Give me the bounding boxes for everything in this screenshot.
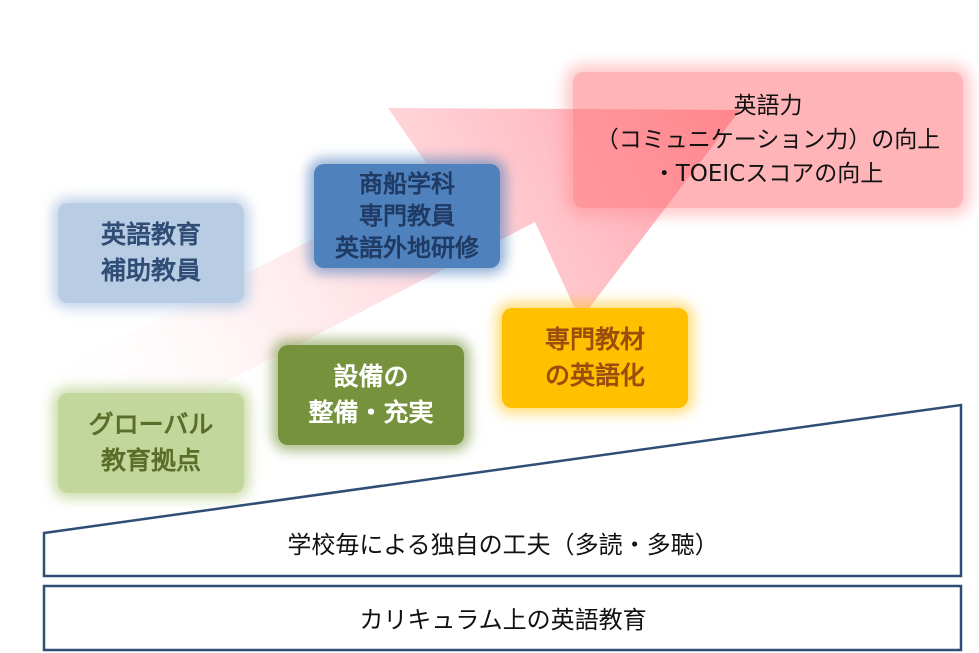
goal-line-2: （コミュニケーション力）の向上 — [595, 127, 941, 153]
global-hub-line-1: グローバル — [88, 410, 214, 439]
merchant-ship-box: 商船学科 専門教員 英語外地研修 — [314, 164, 500, 268]
school-effort-wedge — [42, 403, 963, 578]
global-hub-box: グローバル 教育拠点 — [58, 393, 244, 493]
curriculum-bar — [42, 584, 963, 652]
merchant-ship-line-2: 専門教員 — [359, 202, 455, 230]
facility-line-1: 設備の — [333, 362, 409, 391]
materials-line-1: 専門教材 — [544, 325, 645, 354]
school-effort-label: 学校毎による独自の工夫（多読・多聴） — [287, 531, 719, 559]
goal-line-3: ・TOEICスコアの向上 — [652, 161, 884, 187]
goal-box: 英語力 （コミュニケーション力）の向上 ・TOEICスコアの向上 — [573, 72, 963, 208]
english-assistant-box: 英語教育 補助教員 — [58, 203, 244, 303]
facility-box: 設備の 整備・充実 — [278, 345, 464, 445]
merchant-ship-line-3: 英語外地研修 — [335, 234, 479, 262]
facility-line-2: 整備・充実 — [308, 398, 434, 427]
progress-arrow-shape — [55, 108, 740, 452]
goal-line-1: 英語力 — [733, 93, 803, 119]
materials-box: 専門教材 の英語化 — [502, 308, 688, 408]
curriculum-label: カリキュラム上の英語教育 — [359, 606, 647, 634]
merchant-ship-line-1: 商船学科 — [359, 170, 455, 198]
english-assistant-line-2: 補助教員 — [100, 256, 201, 285]
english-assistant-line-1: 英語教育 — [100, 220, 201, 249]
materials-line-2: の英語化 — [544, 361, 645, 390]
global-hub-line-2: 教育拠点 — [100, 446, 201, 475]
